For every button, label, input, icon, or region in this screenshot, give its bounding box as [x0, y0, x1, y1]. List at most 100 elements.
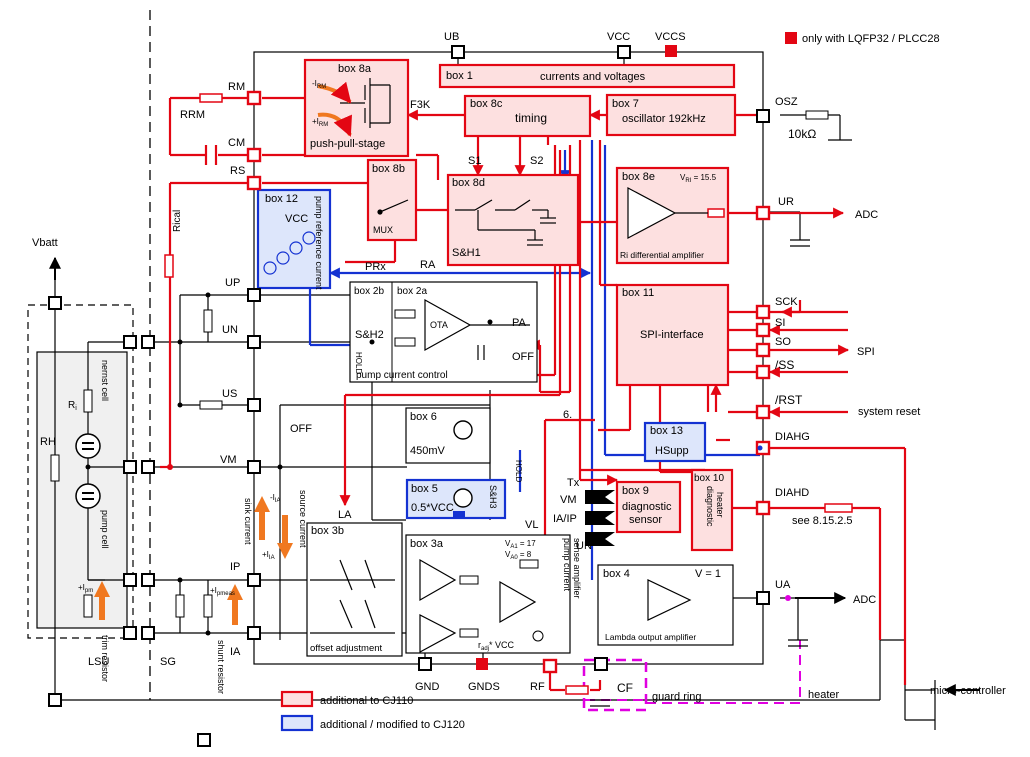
pin-gnd: GND: [415, 681, 440, 693]
sense-r2: [459, 628, 479, 638]
sense-r1: [459, 575, 479, 585]
box8a: [303, 58, 410, 158]
pin-rs: RS: [230, 165, 245, 177]
ri-resistor: [83, 389, 93, 413]
pin-rm: RM: [228, 81, 245, 93]
label-tx: Tx: [567, 477, 580, 489]
irm-plus-label: +IRM: [312, 117, 328, 128]
vm-arrow: [585, 490, 615, 504]
box8e-label: Ri differential amplifier: [620, 250, 704, 260]
box11: [615, 283, 730, 387]
box8d: [446, 173, 580, 267]
ic-outline: [253, 51, 764, 665]
box3a-side1: pump current: [562, 538, 572, 592]
box8c: [463, 94, 592, 138]
label-see-ref: see 8.15.2.5: [792, 515, 853, 527]
box13-id: box 13: [650, 425, 683, 437]
pin-un: UN: [222, 324, 238, 336]
box9-label1: diagnostic: [622, 501, 672, 513]
label-vl: VL: [525, 519, 538, 531]
trim-resistor-sym: [83, 594, 93, 618]
current-sources: [263, 231, 316, 275]
pin-rf: RF: [530, 681, 545, 693]
offset-switches: [310, 559, 395, 634]
rrm-resistor: [199, 93, 223, 103]
label-adc-ua: ADC: [853, 594, 876, 606]
vadj-label: radj* VCC: [478, 640, 515, 652]
box5-id: box 5: [411, 483, 438, 495]
box8e-amp: [627, 187, 677, 239]
irm-minus-label: -IRM: [312, 79, 326, 90]
guard-node: [785, 595, 791, 601]
box11-id: box 11: [622, 287, 654, 299]
orange-arrowheads: [94, 496, 293, 600]
sh3-label: S&H3: [488, 485, 498, 509]
pin-cm: CM: [228, 137, 245, 149]
box6-id: box 6: [410, 411, 437, 423]
label-rrm: RRM: [180, 109, 205, 121]
label-prx: PRx: [365, 261, 386, 273]
pin-si: SI: [775, 317, 785, 329]
pin-diahg: DIAHG: [775, 431, 810, 443]
vadj-source: [532, 630, 544, 642]
pin-osz: OSZ: [775, 96, 798, 108]
cf-guard-box: [582, 658, 648, 712]
box10-label1: diagnostic: [705, 486, 715, 527]
box8e-resistor: [707, 208, 725, 218]
label-six: 6.: [563, 409, 572, 421]
label-off-pa: OFF: [512, 351, 534, 363]
pin-vccs: VCCS: [655, 31, 686, 43]
box8e-vri: VRI = 15.5: [680, 173, 717, 184]
box2a-id: box 2a: [397, 286, 427, 297]
osc-resistor: [805, 110, 829, 120]
box8d-label: S&H1: [452, 247, 481, 259]
rical-resistor: [164, 254, 174, 278]
us-resistor: [199, 400, 223, 410]
box4-id: box 4: [603, 568, 630, 580]
box10-id: box 10: [694, 473, 724, 484]
box11-label: SPI-interface: [640, 329, 704, 341]
pump-current-control-label: pump current control: [356, 370, 448, 381]
irm-arrow-down: [317, 112, 352, 137]
box10-label2: heater: [715, 492, 725, 518]
label-hold-red: HOLD: [354, 352, 363, 374]
pin-sck: SCK: [775, 296, 798, 308]
lambda-amp: [647, 579, 692, 621]
label-cf: CF: [617, 681, 633, 695]
box12-id: box 12: [265, 193, 298, 205]
pin-rst: /RST: [775, 393, 803, 407]
box8d-id: box 8d: [452, 177, 485, 189]
label-rh: RH: [40, 436, 56, 448]
legend-additional-label: additional to CJ110: [320, 695, 413, 707]
box2b-id: box 2b: [354, 286, 384, 297]
pins-black: [48, 45, 770, 747]
box12-label: VCC: [285, 213, 308, 225]
label-nernst-cell: nernst cell: [100, 360, 110, 401]
label-micro-controller: micro-controller: [930, 685, 1006, 697]
label-osc-resistor: 10kΩ: [788, 127, 816, 141]
sense-r3: [519, 559, 539, 569]
label-adc-ur: ADC: [855, 209, 878, 221]
label-guard-ring: guard ring: [652, 691, 702, 703]
label-ia-minus: -IIA: [270, 493, 281, 504]
guard-ring-line: [585, 640, 801, 704]
pin-ua: UA: [775, 579, 791, 591]
label-vm-diag: VM: [560, 494, 577, 506]
pin-vcc: VCC: [607, 31, 630, 43]
label-ipm: +Ipm: [78, 583, 93, 594]
legend-lqfp-note: only with LQFP32 / PLCC28: [802, 33, 940, 45]
box1-id: box 1: [446, 70, 473, 82]
label-un-diag: UN: [576, 540, 592, 552]
pump-cell: [75, 483, 101, 509]
iaip-arrow: [585, 511, 615, 525]
shunt-resistor-sym: [203, 594, 213, 618]
box7-label: oscillator 192kHz: [622, 113, 706, 125]
box2b-label: S&H2: [355, 329, 384, 341]
box5-source: [453, 488, 473, 508]
label-iaip: IA/IP: [553, 513, 577, 525]
box1: [438, 63, 736, 89]
sh1-switches: [455, 199, 556, 246]
pin-so: SO: [775, 336, 791, 348]
pin-ur: UR: [778, 196, 794, 208]
